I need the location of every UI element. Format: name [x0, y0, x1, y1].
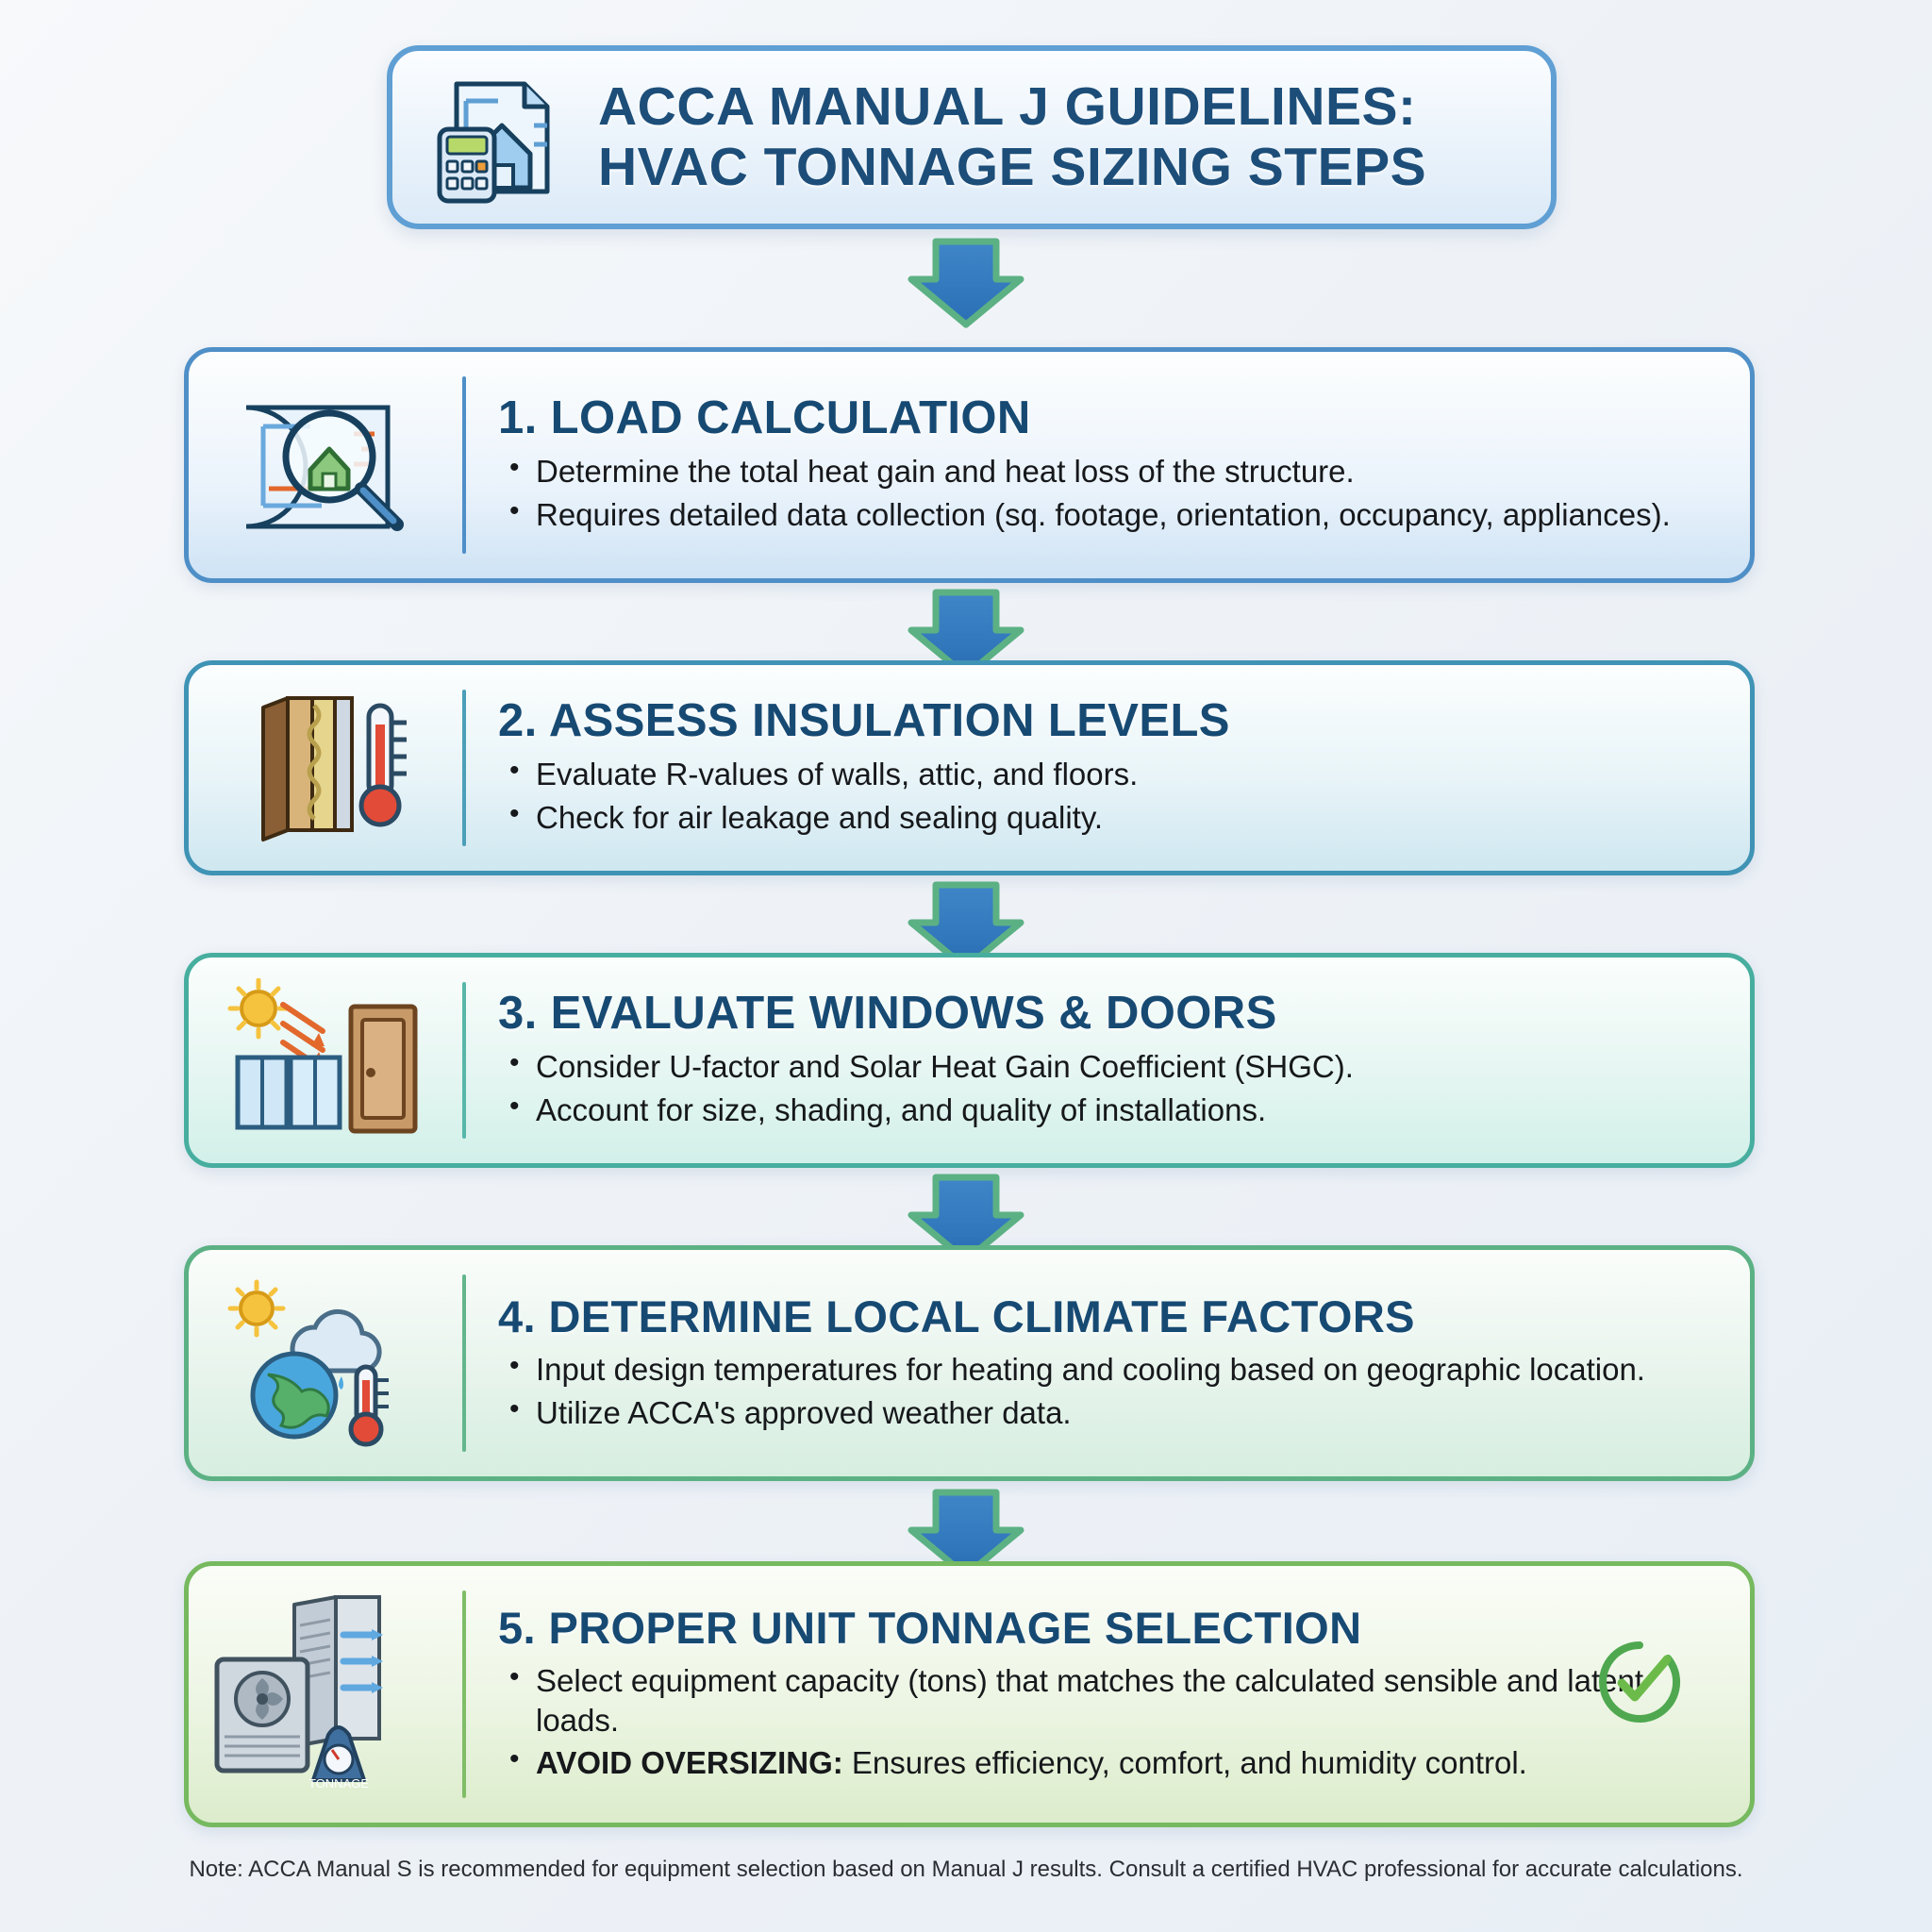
step-heading: 2. ASSESS INSULATION LEVELS [498, 695, 1230, 747]
title-card: ACCA MANUAL J GUIDELINES: HVAC TONNAGE S… [387, 45, 1557, 229]
step-divider [462, 1591, 466, 1798]
step-heading: 5. PROPER UNIT TONNAGE SELECTION [498, 1603, 1362, 1654]
insulation-wall-thermometer-icon [189, 665, 462, 871]
sun-windows-door-icon [189, 958, 462, 1163]
list-item: AVOID OVERSIZING: Ensures efficiency, co… [498, 1741, 1714, 1783]
step-heading: 3. EVALUATE WINDOWS & DOORS [498, 988, 1277, 1040]
step-bullet-list: Evaluate R-values of walls, attic, and f… [498, 753, 1714, 838]
step-bullet-list: Input design temperatures for heating an… [498, 1348, 1714, 1433]
down-arrow-icon [881, 1174, 1051, 1264]
green-check-circle-icon [1597, 1640, 1682, 1724]
down-arrow-icon [881, 238, 1051, 328]
step-bullet-list: Select equipment capacity (tons) that ma… [498, 1659, 1714, 1783]
svg-text:TONNAGE: TONNAGE [308, 1776, 369, 1790]
title-line-2: HVAC TONNAGE SIZING STEPS [598, 136, 1427, 197]
down-arrow-icon [881, 881, 1051, 972]
step-divider [462, 690, 466, 846]
step-row-1: 1. LOAD CALCULATION Determine the total … [184, 347, 1755, 583]
blueprint-calculator-icon [428, 67, 570, 208]
list-item: Account for size, shading, and quality o… [498, 1089, 1714, 1130]
step-bullet-list: Determine the total heat gain and heat l… [498, 450, 1714, 535]
list-item: Utilize ACCA's approved weather data. [498, 1391, 1714, 1433]
step-bullet-list: Consider U-factor and Solar Heat Gain Co… [498, 1045, 1714, 1130]
step-row-5: TONNAGE 5. PROPER UNIT TONNAGE SELECTION… [184, 1561, 1755, 1827]
avoid-oversizing-text: Ensures efficiency, comfort, and humidit… [842, 1745, 1527, 1781]
step-divider [462, 376, 466, 554]
down-arrow-icon [881, 1489, 1051, 1579]
page-title: ACCA MANUAL J GUIDELINES: HVAC TONNAGE S… [598, 75, 1427, 198]
step-row-2: 2. ASSESS INSULATION LEVELS Evaluate R-v… [184, 660, 1755, 875]
list-item: Consider U-factor and Solar Heat Gain Co… [498, 1045, 1714, 1087]
step-divider [462, 982, 466, 1139]
step-divider [462, 1274, 466, 1452]
down-arrow-icon [881, 589, 1051, 679]
list-item: Check for air leakage and sealing qualit… [498, 796, 1714, 838]
step-heading: 1. LOAD CALCULATION [498, 392, 1031, 444]
step-row-4: 4. DETERMINE LOCAL CLIMATE FACTORS Input… [184, 1245, 1755, 1481]
title-line-1: ACCA MANUAL J GUIDELINES: [598, 75, 1417, 137]
footer-note: Note: ACCA Manual S is recommended for e… [189, 1857, 1743, 1882]
list-item: Input design temperatures for heating an… [498, 1348, 1714, 1390]
hvac-condenser-air-handler-tonnage-icon: TONNAGE [189, 1566, 462, 1823]
avoid-oversizing-label: AVOID OVERSIZING: [536, 1745, 843, 1781]
list-item: Requires detailed data collection (sq. f… [498, 493, 1714, 535]
step-row-3: 3. EVALUATE WINDOWS & DOORS Consider U-f… [184, 953, 1755, 1168]
step-heading: 4. DETERMINE LOCAL CLIMATE FACTORS [498, 1291, 1415, 1341]
list-item: Evaluate R-values of walls, attic, and f… [498, 753, 1714, 794]
list-item: Determine the total heat gain and heat l… [498, 450, 1714, 491]
blueprint-magnifier-house-icon [189, 352, 462, 578]
sun-cloud-globe-thermometer-icon [189, 1250, 462, 1476]
list-item: Select equipment capacity (tons) that ma… [498, 1659, 1714, 1740]
